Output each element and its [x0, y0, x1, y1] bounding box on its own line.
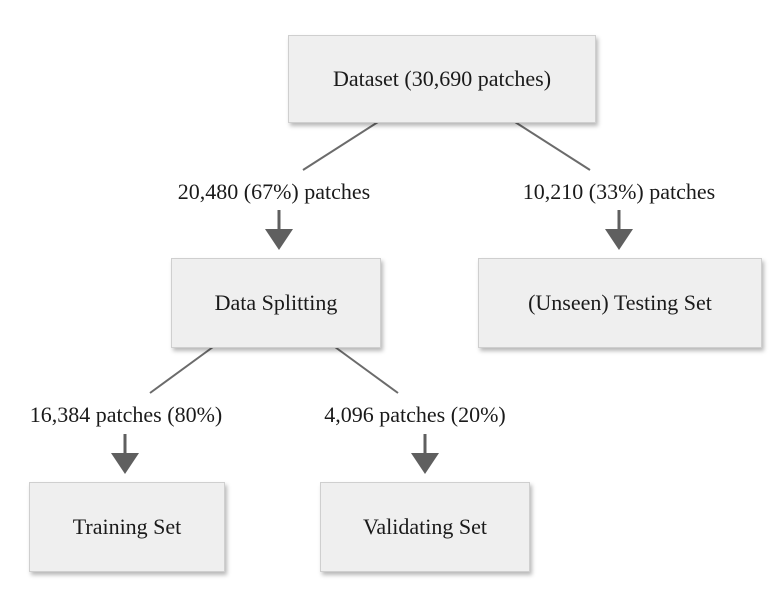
arrow-to-training: [111, 434, 139, 474]
node-validating-set: Validating Set: [320, 482, 530, 572]
node-training-set: Training Set: [29, 482, 225, 572]
node-testing-set: (Unseen) Testing Set: [478, 258, 762, 348]
connector-splitting-to-validating: [334, 346, 399, 394]
connector-splitting-to-training: [149, 346, 214, 394]
edge-label-to-validating: 4,096 patches (20%): [324, 402, 506, 427]
edge-label-to-training: 16,384 patches (80%): [29, 402, 223, 427]
node-data-splitting: Data Splitting: [171, 258, 381, 348]
arrow-to-splitting: [265, 210, 293, 250]
arrow-to-validating: [411, 434, 439, 474]
connector-dataset-to-splitting: [302, 121, 379, 171]
arrow-to-testing: [605, 210, 633, 250]
edge-label-to-splitting: 20,480 (67%) patches: [177, 179, 371, 204]
connector-dataset-to-testing: [514, 121, 591, 171]
node-dataset: Dataset (30,690 patches): [288, 35, 596, 123]
edge-label-to-testing: 10,210 (33%) patches: [522, 179, 716, 204]
